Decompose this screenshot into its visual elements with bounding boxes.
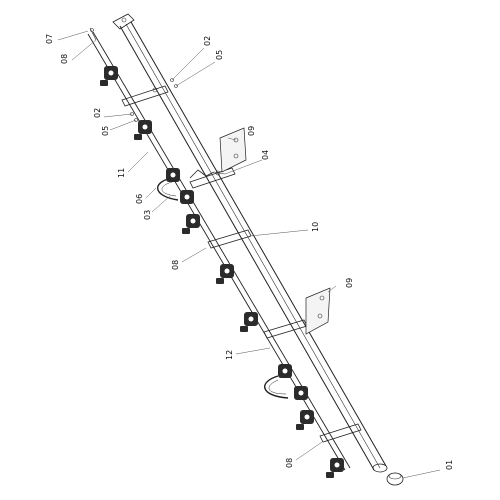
pipe-clamp-3 — [207, 229, 252, 249]
callout-label: 03 — [143, 210, 152, 220]
nozzle-assembly-4 — [180, 190, 194, 204]
callout-label: 08 — [60, 54, 69, 64]
pipe-clamp-5 — [319, 423, 362, 443]
leader-lines — [57, 30, 441, 479]
nozzle-assembly-6 — [216, 264, 234, 284]
callout-label: 09 — [345, 278, 354, 288]
mounting-plate-upper — [219, 127, 247, 173]
end-cap-part — [386, 472, 404, 486]
mounting-plate-lower — [305, 287, 331, 335]
nozzle-assembly-7 — [240, 312, 258, 332]
main-boom-tube — [119, 21, 387, 471]
bolt-upper — [170, 78, 178, 88]
nozzle-assembly-1 — [100, 66, 118, 86]
hose-loop-lower — [264, 375, 289, 399]
nozzle-assembly-5 — [182, 214, 200, 234]
callout-label: 01 — [445, 460, 454, 470]
callout-label: 02 — [203, 36, 212, 46]
bracket-hook — [189, 169, 226, 179]
nozzle-assembly-2 — [134, 120, 152, 140]
callout-label: 05 — [215, 50, 224, 60]
nozzle-feed-pipe — [87, 31, 351, 471]
callout-label: 07 — [45, 34, 54, 44]
callout-label: 12 — [225, 350, 234, 360]
callout-label: 05 — [101, 126, 110, 136]
nozzle-assembly-11 — [326, 458, 344, 478]
nozzle-assembly-3 — [166, 168, 180, 182]
callout-label: 02 — [93, 108, 102, 118]
callout-label: 08 — [285, 458, 294, 468]
callout-label: 11 — [117, 168, 126, 178]
pipe-clamp-1 — [121, 85, 169, 107]
boom-end — [372, 463, 388, 473]
callout-label: 04 — [261, 150, 270, 160]
nozzle-assembly-9 — [294, 386, 308, 400]
callouts: 07 08 02 05 02 05 09 04 11 06 03 10 08 0… — [45, 34, 454, 470]
top-end-clamp — [112, 13, 135, 30]
nozzle-assembly-8 — [278, 364, 292, 378]
callout-label: 09 — [247, 126, 256, 136]
callout-label: 06 — [135, 194, 144, 204]
callout-label: 10 — [311, 222, 320, 232]
top-bolt — [89, 27, 97, 41]
callout-label: 08 — [171, 260, 180, 270]
nozzle-assembly-10 — [296, 410, 314, 430]
